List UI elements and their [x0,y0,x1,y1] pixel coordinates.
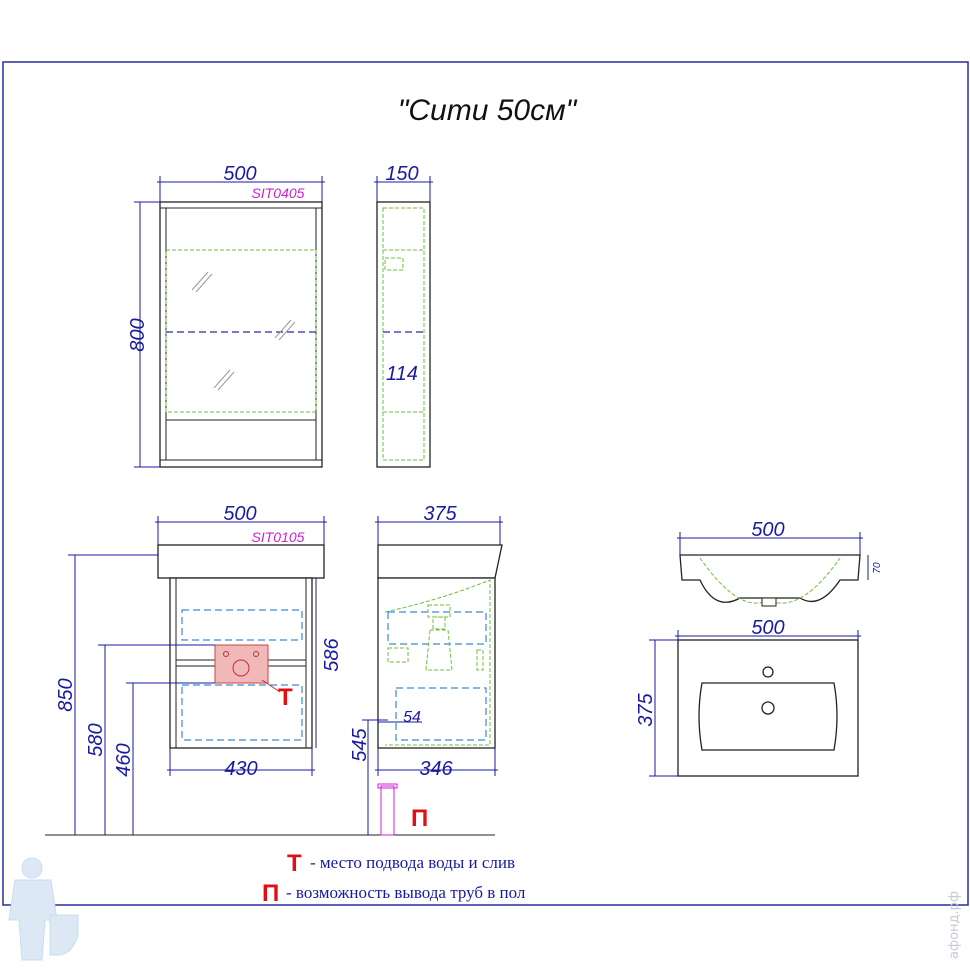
mirror-sku: SIT0405 [252,185,305,201]
floor-pipe [380,785,395,836]
basin-top-width: 500 [751,617,784,639]
vanity-side: 375 545 54 346 П [349,503,503,836]
mirror-width: 500 [223,163,256,185]
mirror-depth: 150 [385,163,418,185]
vanity-width: 500 [223,503,256,525]
legend-text-p: - возможность вывода труб в пол [286,883,526,902]
mirror-cabinet-side: 150 114 [374,163,433,468]
offset-54: 54 [403,709,421,726]
vanity-front: 500 SIT0105 Т 430 850 580 460 586 [45,503,495,836]
vanity-sku: SIT0105 [252,529,305,545]
marker-t: Т [278,684,293,711]
height-586: 586 [321,637,343,671]
height-545: 545 [349,727,371,761]
frame [2,61,969,906]
legend-marker-t: Т [287,850,302,877]
basin-top-view: 500 375 [635,617,861,777]
legend-marker-p: П [262,880,279,907]
water-supply-zone [214,644,269,684]
height-460: 460 [113,743,135,776]
mirror-cabinet-front: 500 SIT0405 800 [127,163,325,468]
vanity-inner-width: 430 [224,758,257,780]
legend: Т - место подвода воды и слив П - возмож… [262,850,526,907]
height-580: 580 [85,723,107,756]
basin-top-depth: 375 [635,692,657,726]
basin-height: 70 [872,562,883,574]
plumber-logo [8,857,79,961]
legend-text-t: - место подвода воды и слив [310,853,515,872]
page-title: "Сити 50см" [398,94,578,127]
mirror-shelf-dim: 114 [386,363,418,385]
vanity-inner-depth: 346 [419,758,453,780]
mirror-height: 800 [127,318,149,351]
basin-side-width: 500 [751,519,784,541]
watermark: афонд.рф [947,891,962,959]
total-height: 850 [55,678,77,711]
vanity-depth: 375 [423,503,457,525]
marker-p: П [411,805,428,832]
basin-side-view: 500 70 [677,519,883,607]
